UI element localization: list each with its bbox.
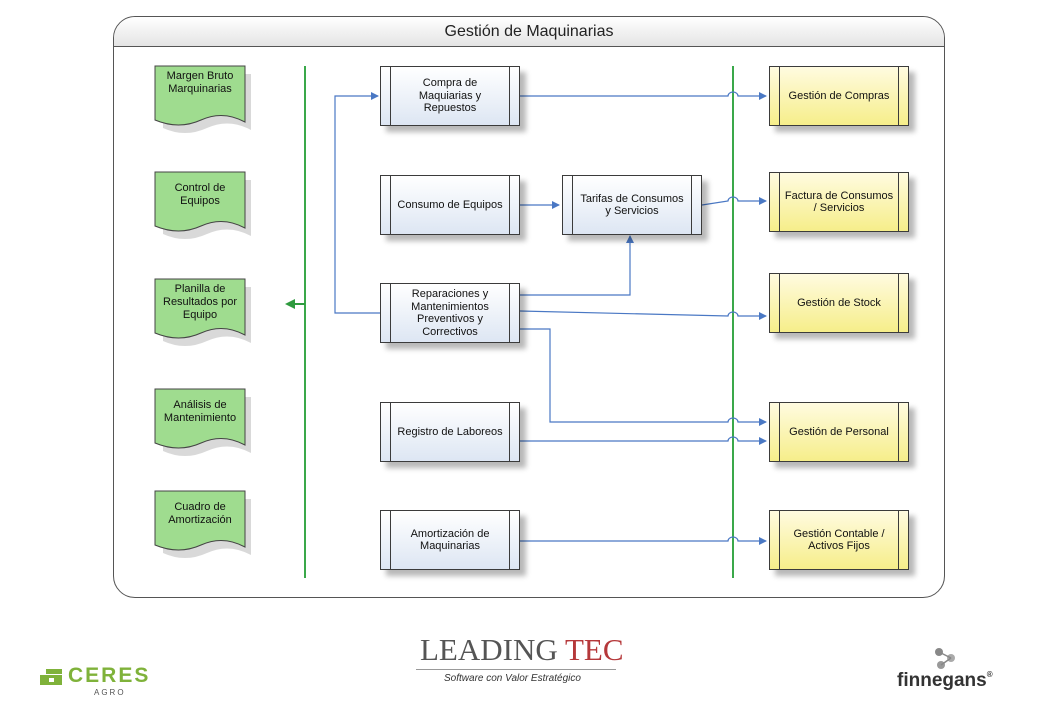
report-label: Margen Bruto Marquinarias xyxy=(166,70,234,95)
finnegans-mark-icon xyxy=(935,648,955,669)
arrow-compras xyxy=(520,91,767,100)
arrow-amort-contable xyxy=(520,536,767,545)
output-gestion-compras: Gestión de Compras xyxy=(769,66,909,126)
arrow-rep-personal xyxy=(520,328,767,426)
process-consumo: Consumo de Equipos xyxy=(380,175,520,235)
leading-divider xyxy=(416,669,616,670)
process-label: Compra de Maquiarias y Repuestos xyxy=(418,77,482,115)
output-label: Factura de Consumos / Servicios xyxy=(784,189,894,215)
finnegans-word: finnegans xyxy=(897,670,987,691)
leading-tec-wordmark: LEADING TEC xyxy=(420,632,624,668)
process-label: Consumo de Equipos xyxy=(397,198,503,211)
report-planilla-resultados: Planilla de Resultados por Equipo xyxy=(154,278,251,346)
ceres-mark-icon xyxy=(40,669,62,685)
ceres-sub: AGRO xyxy=(94,688,126,697)
process-compra: Compra de Maquiarias y Repuestos xyxy=(380,66,520,126)
ceres-logo: CERES AGRO xyxy=(40,664,160,704)
report-label: Control de Equipos xyxy=(174,182,226,207)
output-gestion-stock: Gestión de Stock xyxy=(769,273,909,333)
report-label: Análisis de Mantenimiento xyxy=(163,399,237,424)
registered-mark: ® xyxy=(986,670,993,679)
arrow-rep-stock xyxy=(519,310,767,320)
process-laboreos: Registro de Laboreos xyxy=(380,402,520,462)
process-label: Amortización de Maquinarias xyxy=(410,527,490,553)
leading-tec-logo: LEADING TEC Software con Valor Estratégi… xyxy=(416,632,626,688)
process-label: Registro de Laboreos xyxy=(397,425,503,438)
output-gestion-contable: Gestión Contable / Activos Fijos xyxy=(769,510,909,570)
output-factura: Factura de Consumos / Servicios xyxy=(769,172,909,232)
report-label: Planilla de Resultados por Equipo xyxy=(163,283,237,321)
ceres-wordmark: CERES xyxy=(68,664,151,687)
report-label: Cuadro de Amortización xyxy=(168,501,232,526)
report-analisis-mantenimiento: Análisis de Mantenimiento xyxy=(154,388,251,456)
process-label: Tarifas de Consumos y Servicios xyxy=(580,192,684,218)
document-shape xyxy=(154,388,251,456)
leading-tagline: Software con Valor Estratégico xyxy=(444,673,581,684)
document-shape xyxy=(154,490,251,558)
report-margen-bruto: Margen Bruto Marquinarias xyxy=(154,65,251,133)
arrow-tarifas-factura xyxy=(701,196,767,206)
arrow-laboreos-personal xyxy=(520,436,767,445)
arrow-rep-tarifas xyxy=(520,235,634,296)
finnegans-wordmark: finnegans® xyxy=(897,670,993,692)
output-label: Gestión Contable / Activos Fijos xyxy=(793,527,885,553)
output-label: Gestión de Personal xyxy=(789,425,889,438)
document-shape xyxy=(154,278,251,346)
process-reparaciones: Reparaciones y Mantenimientos Preventivo… xyxy=(380,283,520,343)
tec-word: TEC xyxy=(564,632,624,667)
document-shape xyxy=(154,171,251,239)
output-gestion-personal: Gestión de Personal xyxy=(769,402,909,462)
document-shape xyxy=(154,65,251,133)
report-cuadro-amortizacion: Cuadro de Amortización xyxy=(154,490,251,558)
finnegans-logo: finnegans® xyxy=(895,646,1015,696)
output-label: Gestión de Compras xyxy=(788,89,890,102)
leading-word: LEADING xyxy=(420,632,558,667)
output-label: Gestión de Stock xyxy=(797,296,881,309)
report-control-equipos: Control de Equipos xyxy=(154,171,251,239)
process-tarifas: Tarifas de Consumos y Servicios xyxy=(562,175,702,235)
loop-to-compra xyxy=(334,92,380,314)
process-label: Reparaciones y Mantenimientos Preventivo… xyxy=(411,288,489,338)
process-amortizacion: Amortización de Maquinarias xyxy=(380,510,520,570)
diagram-title: Gestión de Maquinarias xyxy=(114,17,944,47)
